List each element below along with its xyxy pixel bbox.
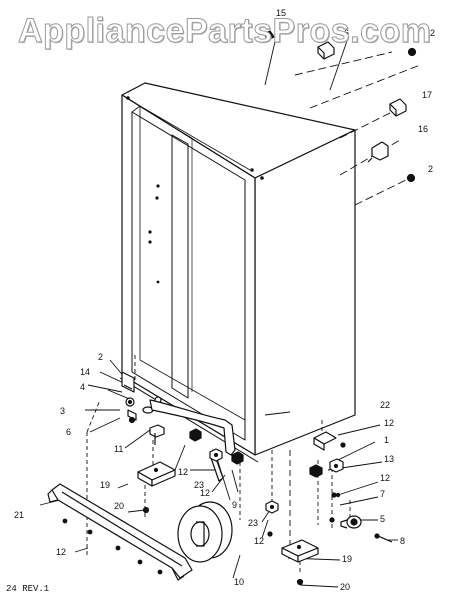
part-bracket-16 — [367, 141, 389, 163]
callout-21: 21 — [14, 510, 24, 520]
callout-23-a: 23 — [194, 480, 204, 490]
part-bushing-17 — [389, 98, 407, 117]
part-screw-12-small — [267, 442, 346, 537]
callout-8: 8 — [400, 536, 405, 546]
part-screw-2-mid — [406, 173, 416, 183]
callout-6-left: 6 — [66, 427, 71, 437]
callout-12-e: 12 — [384, 418, 394, 428]
callout-20-right: 20 — [340, 582, 350, 592]
part-wheel-5 — [340, 515, 362, 529]
part-toe-grille-21 — [47, 483, 193, 581]
callout-13: 13 — [384, 454, 394, 464]
part-leveling-leg-front — [149, 424, 165, 445]
callout-15: 15 — [276, 8, 286, 18]
part-nut-13 — [309, 458, 344, 478]
cabinet-shell — [119, 82, 356, 463]
callout-20-left: 20 — [114, 501, 124, 511]
part-screw-20-left — [142, 506, 150, 514]
part-bushing-6-top — [317, 41, 335, 60]
callout-5: 5 — [380, 514, 385, 524]
part-screw-8 — [374, 533, 393, 543]
part-plate-19-right — [281, 539, 319, 563]
callout-2-left: 2 — [98, 352, 103, 362]
revision-note: 24 REV.1 — [6, 584, 50, 594]
callout-11: 11 — [114, 444, 123, 454]
callout-12-b: 12 — [56, 547, 66, 557]
site-watermark: AppliancePartsPros.com — [17, 12, 432, 51]
callout-19-right: 19 — [342, 554, 352, 564]
callout-12-d: 12 — [254, 536, 264, 546]
callout-7: 7 — [380, 489, 385, 499]
part-nut-23-left — [209, 448, 223, 462]
callout-4: 4 — [80, 382, 85, 392]
callout-2-top: 2 — [430, 28, 435, 38]
part-plate-19-left — [137, 461, 176, 487]
callout-12-f: 12 — [380, 473, 390, 483]
part-bracket-22 — [313, 431, 337, 451]
part-washer-7 — [329, 492, 337, 523]
part-foot-right-cabinet — [189, 428, 244, 465]
part-screw-15 — [263, 30, 275, 41]
callout-14: 14 — [80, 367, 90, 377]
callout-labels: 15 6 2 17 16 2 2 14 4 3 6 11 12 19 20 21… — [14, 8, 435, 592]
leader-lines — [39, 19, 421, 588]
callout-19-left: 19 — [100, 480, 110, 490]
callout-23-b: 23 — [248, 518, 258, 528]
callout-17: 17 — [422, 90, 432, 100]
callout-10: 10 — [234, 577, 244, 587]
part-screw-2-top — [407, 47, 417, 57]
callout-2-mid: 2 — [428, 164, 433, 174]
part-coil-10 — [177, 501, 233, 563]
callout-9: 9 — [232, 500, 237, 510]
part-nut-23-right — [265, 500, 279, 514]
callout-12-a: 12 — [178, 467, 188, 477]
callout-22: 22 — [380, 400, 390, 410]
cabinet-holes — [126, 96, 264, 284]
callout-3: 3 — [60, 406, 65, 416]
part-screw-20-right — [296, 578, 304, 586]
callout-1: 1 — [384, 435, 389, 445]
callout-16: 16 — [418, 124, 428, 134]
callout-12-c: 12 — [200, 488, 210, 498]
callout-6-top: 6 — [344, 28, 349, 38]
part-hinge-bracket-left — [121, 371, 137, 424]
